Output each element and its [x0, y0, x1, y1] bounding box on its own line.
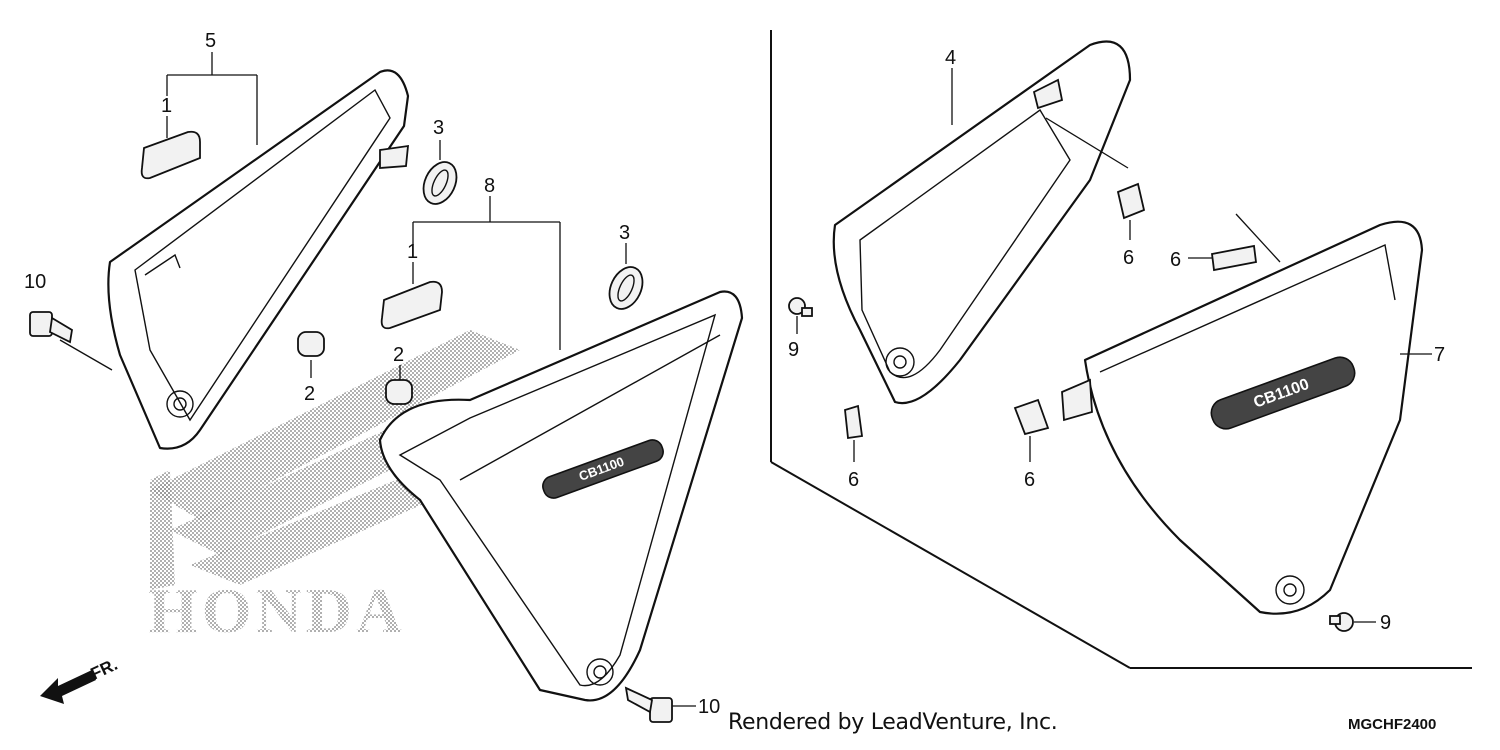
collar-2b: [385, 379, 413, 405]
side-cover-left-rear: [107, 69, 410, 450]
callout-1a: 1: [161, 95, 172, 117]
callout-2a: 2: [304, 383, 315, 405]
callout-6c: 6: [848, 469, 859, 491]
callout-10b: 10: [698, 696, 720, 718]
callout-5: 5: [205, 30, 216, 52]
clip-6d: [1013, 398, 1050, 436]
bolt-10b: [624, 686, 673, 723]
grommet-1a: [140, 130, 201, 180]
collar-2a: [297, 331, 325, 357]
clip-6c: [844, 404, 864, 440]
grommet-1b: [380, 280, 443, 330]
rubber-3b: [608, 266, 644, 310]
side-cover-left-front: [378, 290, 744, 702]
section-frame: [770, 30, 1472, 669]
clip-6a: [1116, 182, 1146, 220]
emblem-badge-right: [1210, 356, 1356, 430]
callout-7: 7: [1434, 344, 1445, 366]
callout-3a: 3: [433, 117, 444, 139]
honda-watermark-text: HONDA: [148, 575, 406, 646]
clip-6b: [1211, 244, 1257, 272]
callout-6b: 6: [1170, 249, 1181, 271]
front-direction-arrow: FR.: [40, 655, 121, 704]
credit-text: Rendered by LeadVenture, Inc.: [728, 710, 1058, 735]
callout-6d: 6: [1024, 469, 1035, 491]
screw-9a: [788, 297, 813, 317]
diagram-code: MGCHF2400: [1348, 716, 1437, 733]
screw-9b: [1329, 612, 1354, 632]
side-cover-right-front: [1061, 220, 1424, 615]
callout-6a: 6: [1123, 247, 1134, 269]
callout-9a: 9: [788, 339, 799, 361]
callout-10a: 10: [24, 271, 46, 293]
callout-2b: 2: [393, 344, 404, 366]
callout-3b: 3: [619, 222, 630, 244]
emblem-badge-left: [542, 439, 664, 499]
callout-1b: 1: [407, 241, 418, 263]
rubber-3a: [422, 161, 458, 205]
side-cover-right-rear: [832, 40, 1132, 405]
callout-9b: 9: [1380, 612, 1391, 634]
callout-4: 4: [945, 47, 956, 69]
callout-numbers: 5 1 3 8 1 3 10 2 2 10 4 6 6 7 9 6 6 9: [24, 30, 1445, 718]
leader-lines: [166, 52, 1432, 707]
bolt-10a: [29, 311, 113, 371]
callout-8: 8: [484, 175, 495, 197]
